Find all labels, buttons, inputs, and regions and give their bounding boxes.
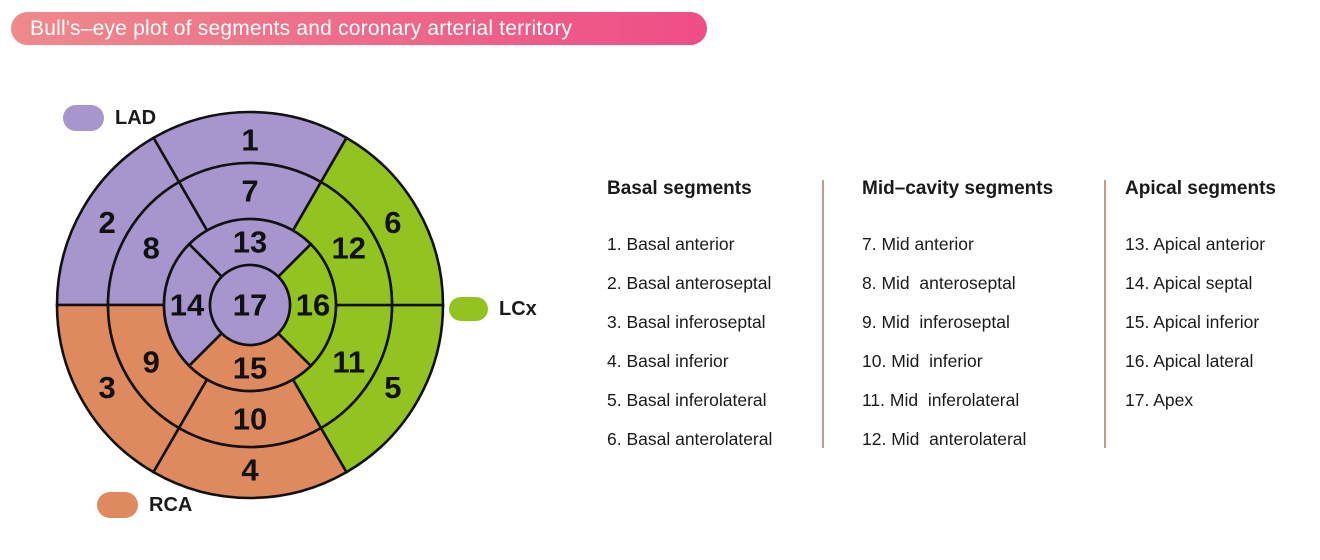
rca-label: RCA <box>149 494 193 516</box>
title-banner: Bull's–eye plot of segments and coronary… <box>11 12 707 45</box>
list-item: 3. Basal inferoseptal <box>607 312 766 332</box>
legend-lcx: LCx <box>449 296 537 322</box>
basal-segments-column: Basal segments 1. Basal anterior 2. Basa… <box>607 178 817 467</box>
list-item: 15. Apical inferior <box>1125 312 1260 332</box>
segment-number: 7 <box>241 174 258 209</box>
list-item: 12. Mid anterolateral <box>862 429 1027 449</box>
segment-number: 11 <box>332 345 365 380</box>
column-divider <box>822 180 824 448</box>
segment-number: 10 <box>233 402 267 437</box>
mid-cavity-segments-header: Mid–cavity segments <box>862 178 1054 199</box>
list-item: 4. Basal inferior <box>607 351 729 371</box>
list-item: 13. Apical anterior <box>1125 234 1266 254</box>
segment-number: 1 <box>241 123 258 158</box>
segment-17 <box>208 263 292 347</box>
segment-number: 14 <box>170 288 205 323</box>
segment-number: 13 <box>233 225 267 260</box>
list-item: 6. Basal anterolateral <box>607 429 773 449</box>
list-item: 14. Apical septal <box>1125 273 1253 293</box>
list-item: 9. Mid inferoseptal <box>862 312 1010 332</box>
segment-number: 17 <box>233 288 267 323</box>
column-divider <box>1104 180 1106 448</box>
list-item: 16. Apical lateral <box>1125 351 1254 371</box>
lcx-swatch <box>449 297 488 321</box>
list-item: 1. Basal anterior <box>607 234 735 254</box>
segment-number: 12 <box>331 231 365 266</box>
page-title: Bull's–eye plot of segments and coronary… <box>30 16 573 40</box>
list-item: 11. Mid inferolateral <box>862 390 1020 410</box>
lad-label: LAD <box>115 107 157 129</box>
segment-number: 9 <box>143 345 160 380</box>
segment-number: 4 <box>241 453 259 488</box>
segment-number: 8 <box>143 231 160 266</box>
list-item: 8. Mid anteroseptal <box>862 273 1016 293</box>
apical-segments-header: Apical segments <box>1125 178 1276 199</box>
list-item: 17. Apex <box>1125 390 1194 410</box>
list-item: 10. Mid inferior <box>862 351 983 371</box>
segment-number: 16 <box>296 288 330 323</box>
segment-number: 3 <box>98 370 115 405</box>
rca-swatch <box>97 492 138 518</box>
mid-cavity-segments-column: Mid–cavity segments 7. Mid anterior 8. M… <box>862 178 1092 467</box>
apical-segments-column: Apical segments 13. Apical anterior 14. … <box>1125 178 1315 428</box>
basal-segments-header: Basal segments <box>607 178 752 199</box>
list-item: 2. Basal anteroseptal <box>607 273 772 293</box>
lcx-label: LCx <box>499 298 537 320</box>
segment-number: 6 <box>384 205 401 240</box>
list-item: 7. Mid anterior <box>862 234 974 254</box>
legend-lad: LAD <box>63 105 156 131</box>
list-item: 5. Basal inferolateral <box>607 390 767 410</box>
segment-number: 2 <box>98 205 115 240</box>
segment-number: 15 <box>233 351 267 386</box>
lad-swatch <box>63 105 104 131</box>
segment-number: 5 <box>384 370 401 405</box>
legend-rca: RCA <box>97 492 192 518</box>
